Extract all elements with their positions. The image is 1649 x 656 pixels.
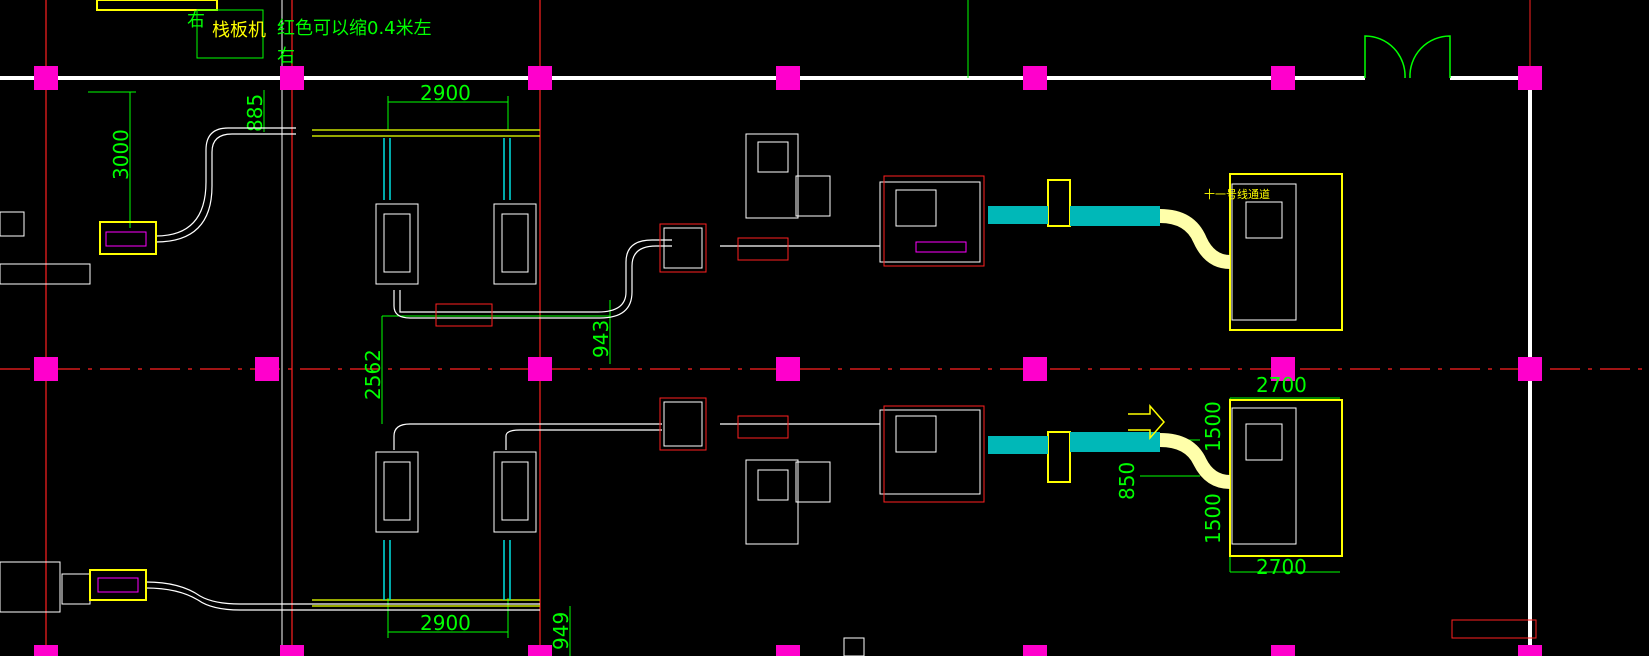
magenta-label-box-lower xyxy=(97,577,139,593)
red-boxes xyxy=(435,175,1537,639)
cyan-belts xyxy=(988,206,1160,454)
yellow-frames xyxy=(89,173,1343,601)
conveyor-paths xyxy=(145,127,880,611)
dim-2700-top: 2700 xyxy=(1256,373,1307,397)
channel-label: 十一号线通道 xyxy=(1204,187,1270,201)
symbol-box xyxy=(843,637,865,656)
dim-1500-top: 1500 xyxy=(1201,401,1225,452)
machine-name-label: 栈板机 xyxy=(212,20,266,41)
door-icon xyxy=(1364,35,1451,79)
flow-arrow-icon xyxy=(1128,404,1165,440)
dim-2562: 2562 xyxy=(361,349,385,400)
dim-2900-bottom: 2900 xyxy=(420,611,471,635)
dim-2900-top: 2900 xyxy=(420,81,471,105)
dim-2700-bottom: 2700 xyxy=(1256,555,1307,579)
magenta-label-box xyxy=(105,231,147,247)
dim-1500-bottom: 1500 xyxy=(1201,493,1225,544)
magenta-tag xyxy=(915,241,967,253)
dim-949: 949 xyxy=(549,612,573,650)
dim-943: 943 xyxy=(589,320,613,358)
cyan-conveyors xyxy=(383,138,511,600)
dim-885: 885 xyxy=(243,94,267,132)
machine-units xyxy=(0,133,1297,613)
pallet-machine-block: 栈板机 右 红色可以缩0.4米左 右 xyxy=(96,0,432,67)
spiral-conveyors xyxy=(1159,209,1231,489)
note-line: 红色可以缩0.4米左 xyxy=(277,18,432,39)
yellow-rails xyxy=(312,129,540,607)
dim-3000: 3000 xyxy=(109,129,133,180)
columns xyxy=(34,66,1542,656)
dim-850: 850 xyxy=(1115,462,1139,500)
note-right-lower: 右 xyxy=(277,46,295,67)
note-right-upper: 右 xyxy=(187,10,205,31)
